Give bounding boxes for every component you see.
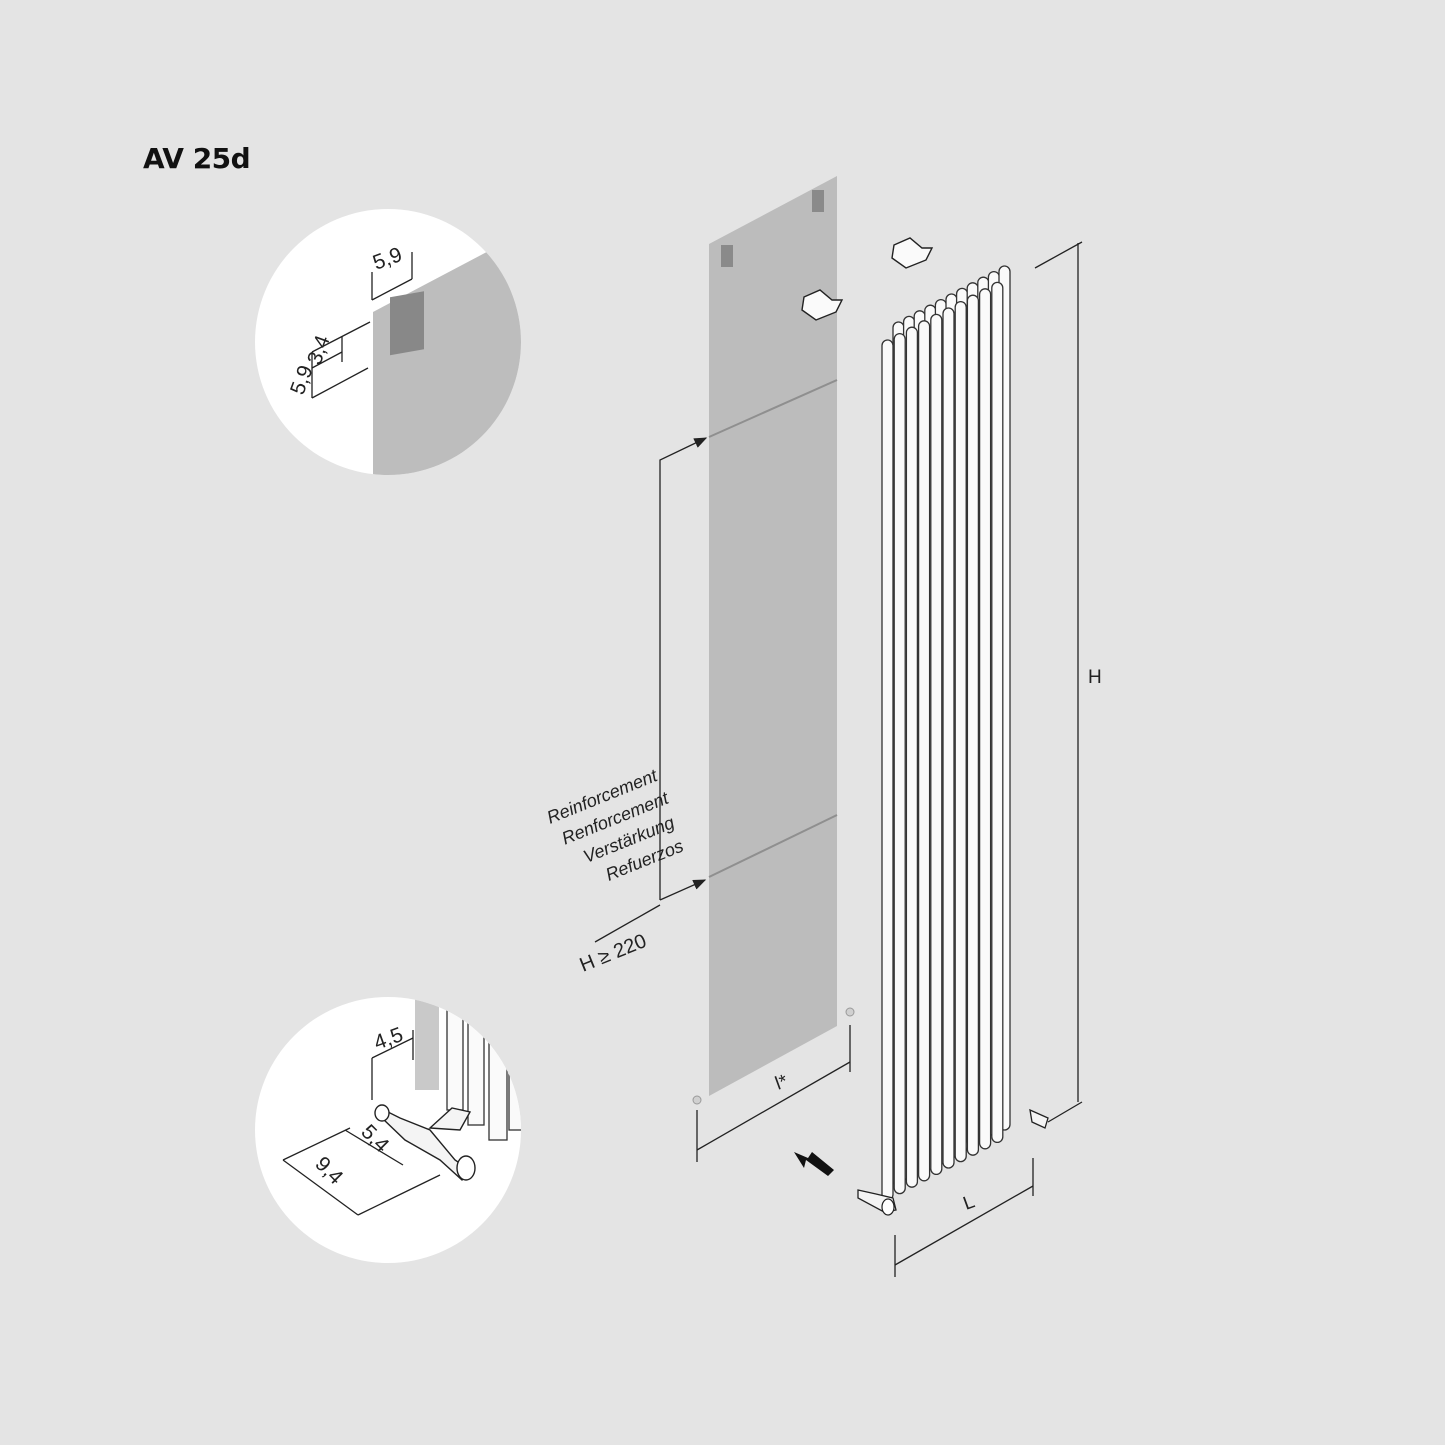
bracket-slot-icon — [812, 190, 824, 212]
height-label: H — [1088, 667, 1102, 688]
radiator-tube — [954, 301, 967, 1163]
radiator-tube — [893, 333, 906, 1195]
radiator-tube — [991, 281, 1004, 1143]
radiator-tubes — [881, 265, 1011, 1201]
radiator-valve-icon — [857, 1108, 1049, 1216]
wall-plate-bottom — [415, 997, 439, 1090]
radiator-tube — [978, 288, 992, 1150]
radiator-tube — [966, 294, 980, 1156]
bracket-spacing-label: l* — [773, 1071, 792, 1095]
length-dimension — [894, 1158, 1034, 1277]
detail-circle-bottom: 4,5 5,4 9,4 — [255, 997, 521, 1263]
radiator-tube — [881, 339, 894, 1201]
reinforcement-line-upper — [708, 379, 838, 438]
reinforcement-line-lower — [708, 814, 838, 878]
valve-icon — [374, 1104, 476, 1182]
direction-arrow-icon — [794, 1152, 834, 1176]
height-dimension — [1034, 241, 1083, 1123]
detail-circle-top: 5,9 3,4 5,9 — [255, 209, 521, 475]
wall-bracket-icon — [801, 237, 934, 321]
height-condition-label: H ≥ 220 — [577, 930, 650, 977]
product-title: AV 25d — [143, 142, 251, 175]
length-label: L — [961, 1191, 978, 1214]
mounting-plate — [692, 176, 855, 1105]
reinforcement-dimension — [594, 437, 708, 943]
radiator-tube — [905, 326, 919, 1188]
bracket-spacing-dimension — [696, 1025, 851, 1162]
radiator-tube — [942, 307, 955, 1169]
radiator-tube — [917, 320, 931, 1182]
wall-plate-corner — [373, 245, 521, 475]
bracket-slot-icon — [721, 245, 733, 267]
radiator-tube — [930, 313, 943, 1175]
bracket-slot-icon — [390, 291, 424, 356]
reinforcement-label-group: Reinforcement Renforcement Verstärkung R… — [544, 765, 686, 885]
